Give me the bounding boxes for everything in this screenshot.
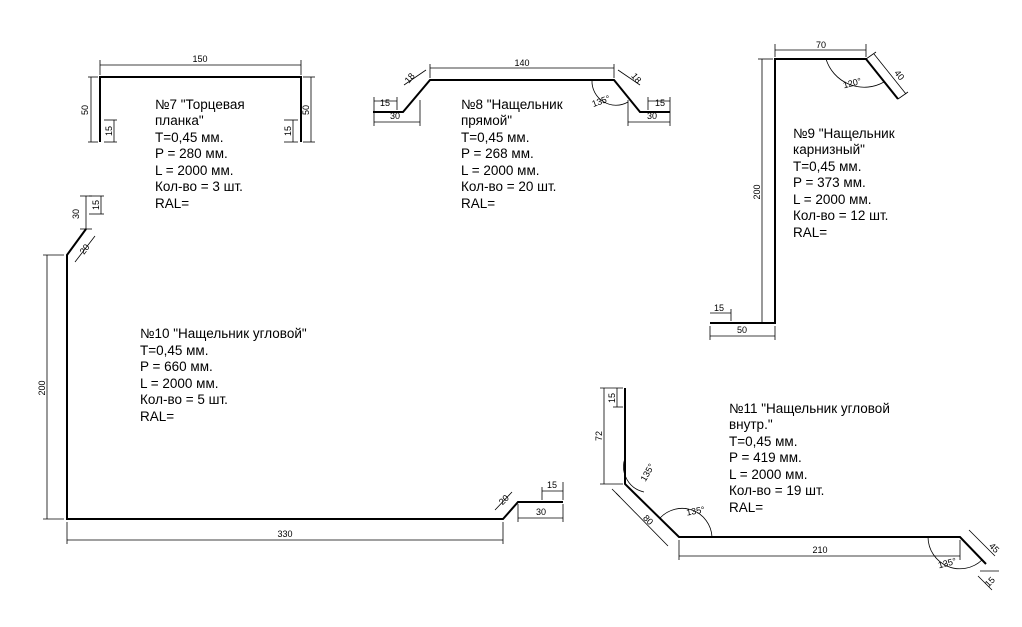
spec-9-title: №9 "Нащельник bbox=[793, 126, 895, 141]
dim-p9-angle-120: 120° bbox=[842, 76, 863, 91]
spec-7-length: L = 2000 мм. bbox=[155, 163, 234, 178]
spec-9-length: L = 2000 мм. bbox=[793, 192, 872, 207]
dim-p11-72: 72 bbox=[594, 431, 604, 441]
dim-p8-30-left: 30 bbox=[390, 111, 400, 121]
spec-7-title: №7 "Торцевая bbox=[155, 97, 245, 112]
dim-p8-30-right: 30 bbox=[647, 111, 657, 121]
dim-p9-15: 15 bbox=[714, 303, 724, 313]
dim-p7-50-right: 50 bbox=[301, 105, 311, 115]
dim-p10-20-top: 20 bbox=[78, 242, 92, 256]
spec-8-length: L = 2000 мм. bbox=[461, 163, 540, 178]
dim-p11-15: 15 bbox=[607, 393, 617, 403]
spec-10-ral: RAL= bbox=[140, 409, 174, 424]
dim-p11-angle-135-mid: 135° bbox=[685, 504, 705, 517]
dim-p11-angle-135-top: 135° bbox=[638, 462, 656, 483]
dim-p11-210: 210 bbox=[812, 545, 827, 555]
spec-7-quantity: Кол-во = 3 шт. bbox=[155, 179, 243, 194]
dim-p9-70: 70 bbox=[816, 40, 826, 50]
dim-p8-18-right: 18 bbox=[629, 71, 643, 85]
dim-p8-15-left: 15 bbox=[380, 98, 390, 108]
dim-p7-15-right: 15 bbox=[283, 126, 293, 136]
dim-p9-40: 40 bbox=[892, 68, 906, 82]
dim-p9-50: 50 bbox=[737, 325, 747, 335]
spec-11-perimeter: P = 419 мм. bbox=[729, 450, 802, 465]
profile-11-outline bbox=[624, 388, 987, 565]
dim-p10-30-bottom: 30 bbox=[536, 507, 546, 517]
dim-p7-15-left: 15 bbox=[104, 126, 114, 136]
dim-p7-50-left: 50 bbox=[80, 105, 90, 115]
dim-p8-18-left: 18 bbox=[403, 71, 417, 85]
dim-p8-angle-135: 135° bbox=[591, 93, 612, 109]
spec-8-title: №8 "Нащельник bbox=[461, 97, 563, 112]
spec-7-perimeter: P = 280 мм. bbox=[155, 146, 228, 161]
profile-8: 140 18 18 15 30 15 30 135° bbox=[373, 58, 671, 126]
spec-11-length: L = 2000 мм. bbox=[729, 467, 808, 482]
spec-9: №9 "Нащельник карнизный" T=0,45 мм. P = … bbox=[793, 126, 895, 240]
profile-8-outline bbox=[373, 79, 670, 113]
profile-11: 72 15 135° 80 135° 210 135° 45 15 bbox=[594, 387, 1001, 591]
spec-9-title-2: карнизный" bbox=[793, 142, 865, 157]
spec-11-thickness: T=0,45 мм. bbox=[729, 434, 797, 449]
spec-9-ral: RAL= bbox=[793, 225, 827, 240]
dim-p11-angle-135-right: 135° bbox=[937, 556, 958, 571]
spec-7-ral: RAL= bbox=[155, 196, 189, 211]
dim-p10-30: 30 bbox=[71, 209, 81, 219]
dim-p10-200: 200 bbox=[37, 380, 47, 395]
dim-p10-330: 330 bbox=[277, 529, 292, 539]
spec-8-perimeter: P = 268 мм. bbox=[461, 146, 534, 161]
spec-7-title-2: планка" bbox=[155, 113, 204, 128]
profile-9: 70 40 120° 200 15 50 bbox=[709, 40, 909, 340]
spec-7: №7 "Торцевая планка" T=0,45 мм. P = 280 … bbox=[155, 97, 245, 211]
dim-p11-80: 80 bbox=[641, 513, 655, 527]
dim-p9-200: 200 bbox=[752, 184, 762, 199]
spec-10-thickness: T=0,45 мм. bbox=[140, 343, 208, 358]
profile-10: 30 15 20 200 330 20 15 30 bbox=[37, 195, 564, 544]
spec-8-quantity: Кол-во = 20 шт. bbox=[461, 179, 556, 194]
spec-8-ral: RAL= bbox=[461, 196, 495, 211]
profile-7: 150 50 15 50 15 bbox=[80, 54, 315, 143]
spec-11: №11 "Нащельник угловой внутр." T=0,45 мм… bbox=[729, 401, 890, 515]
dim-p10-15-top: 15 bbox=[91, 200, 101, 210]
spec-10-title: №10 "Нащельник угловой" bbox=[140, 326, 307, 341]
spec-8-title-2: прямой" bbox=[461, 113, 512, 128]
spec-9-perimeter: P = 373 мм. bbox=[793, 175, 866, 190]
spec-11-quantity: Кол-во = 19 шт. bbox=[729, 483, 824, 498]
spec-8: №8 "Нащельник прямой" T=0,45 мм. P = 268… bbox=[461, 97, 563, 211]
dim-p8-140: 140 bbox=[514, 58, 529, 68]
dim-p8-15-right: 15 bbox=[655, 98, 665, 108]
profile-7-outline bbox=[99, 76, 302, 142]
profile-9-outline bbox=[710, 58, 899, 324]
spec-10-length: L = 2000 мм. bbox=[140, 376, 219, 391]
spec-7-thickness: T=0,45 мм. bbox=[155, 130, 223, 145]
profile-10-outline bbox=[66, 228, 563, 520]
dim-p11-45: 45 bbox=[987, 541, 1001, 555]
spec-10-perimeter: P = 660 мм. bbox=[140, 359, 213, 374]
spec-11-ral: RAL= bbox=[729, 500, 763, 515]
spec-9-thickness: T=0,45 мм. bbox=[793, 159, 861, 174]
dim-p10-15-bottom: 15 bbox=[547, 480, 557, 490]
spec-11-title-2: внутр." bbox=[729, 417, 773, 432]
dim-p11-15-right: 15 bbox=[983, 575, 997, 589]
dim-p7-150: 150 bbox=[192, 54, 207, 64]
spec-11-title: №11 "Нащельник угловой bbox=[729, 401, 890, 416]
spec-10: №10 "Нащельник угловой" T=0,45 мм. P = 6… bbox=[140, 326, 307, 424]
spec-9-quantity: Кол-во = 12 шт. bbox=[793, 208, 888, 223]
spec-8-thickness: T=0,45 мм. bbox=[461, 130, 529, 145]
spec-10-quantity: Кол-во = 5 шт. bbox=[140, 392, 228, 407]
